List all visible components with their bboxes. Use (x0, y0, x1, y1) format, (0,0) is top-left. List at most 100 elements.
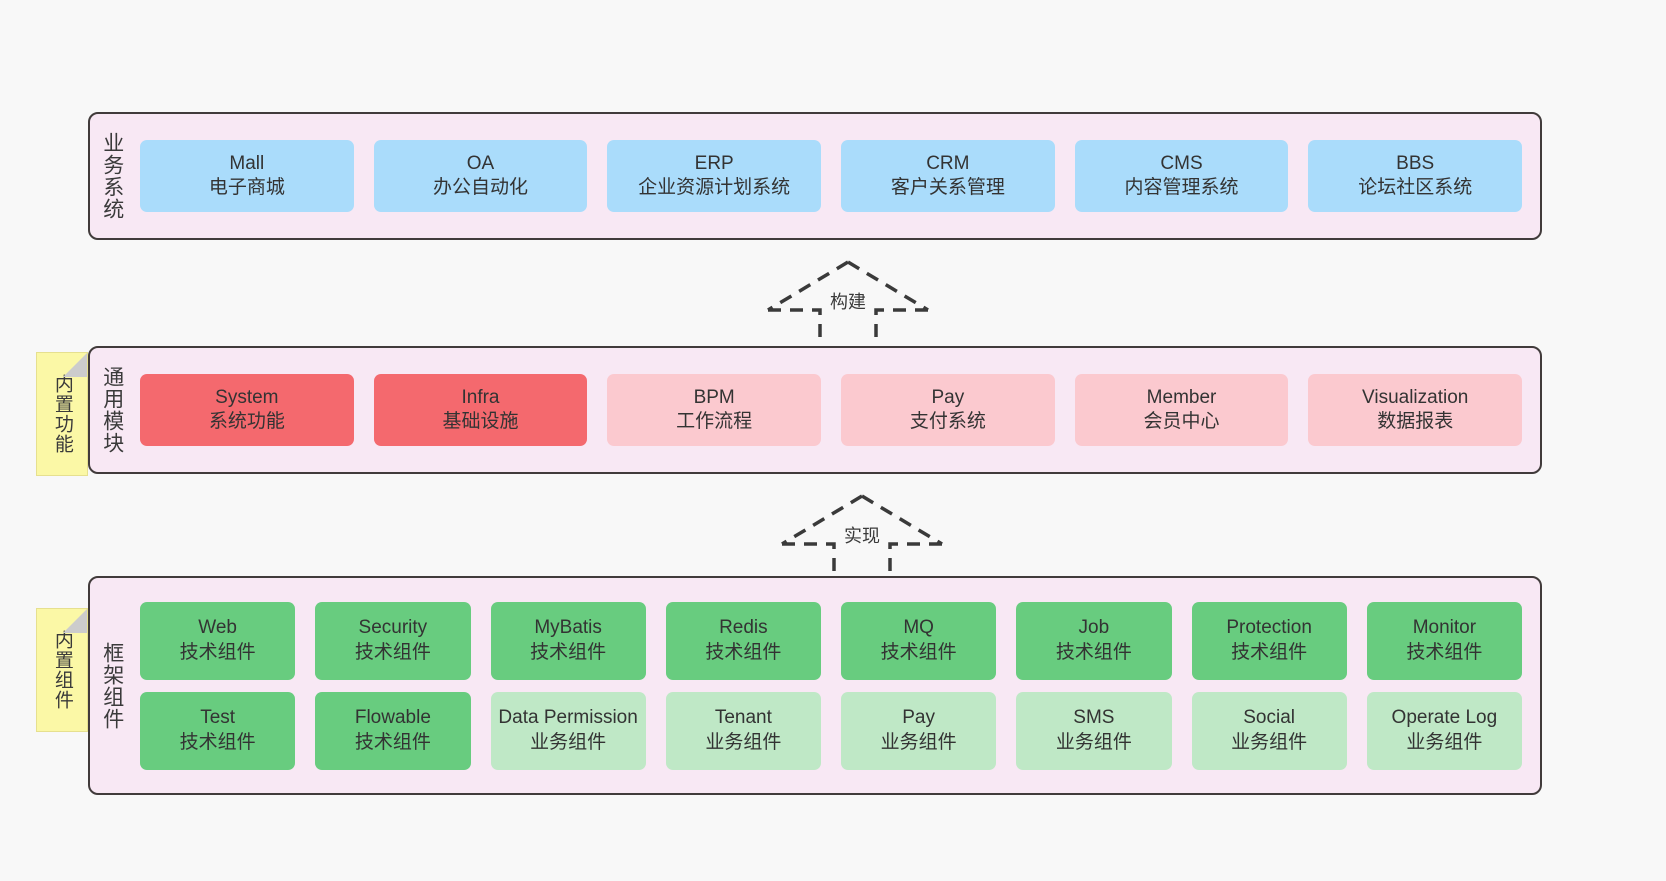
card-subtitle: 技术组件 (1406, 641, 1483, 663)
sticky-note-builtin-component: 内置组件 (36, 608, 88, 732)
framework-card-mybatis[interactable]: MyBatis 技术组件 (490, 601, 646, 680)
dashed-up-arrow-icon (767, 260, 929, 351)
card-subtitle: 技术组件 (179, 731, 256, 753)
card-subtitle: 工作流程 (676, 411, 753, 432)
common-card-member[interactable]: Member 会员中心 (1074, 374, 1289, 446)
card-title: Redis (719, 617, 768, 639)
card-title: Test (200, 707, 236, 729)
framework-card-data-permission[interactable]: Data Permission 业务组件 (490, 691, 646, 770)
card-subtitle: 业务组件 (705, 731, 782, 753)
dashed-up-arrow-icon (781, 494, 943, 585)
card-title: Web (198, 617, 237, 639)
common-card-pay[interactable]: Pay 支付系统 (841, 374, 1055, 446)
common-modules-row: System 系统功能 Infra 基础设施 BPM 工作流程 Pay 支付系统… (140, 374, 1523, 446)
framework-card-security[interactable]: Security 技术组件 (315, 601, 471, 680)
card-subtitle: 技术组件 (179, 641, 256, 663)
card-subtitle: 技术组件 (354, 641, 431, 663)
card-subtitle: 电子商城 (208, 177, 285, 198)
business-card-bbs[interactable]: BBS 论坛社区系统 (1308, 140, 1523, 212)
card-subtitle: 技术组件 (705, 641, 782, 663)
card-title: Infra (461, 386, 500, 408)
card-title: Pay (902, 707, 935, 729)
card-title: System (215, 386, 279, 408)
card-subtitle: 企业资源计划系统 (638, 177, 791, 198)
connector-build-label: 构建 (827, 288, 869, 314)
card-title: Data Permission (498, 707, 638, 729)
framework-card-operate-log[interactable]: Operate Log 业务组件 (1366, 691, 1522, 770)
card-subtitle: 数据报表 (1377, 411, 1454, 432)
card-subtitle: 支付系统 (909, 411, 986, 432)
card-title: Operate Log (1391, 707, 1498, 729)
common-modules-panel: 通用模块 System 系统功能 Infra 基础设施 BPM 工作流程 Pay… (88, 346, 1542, 474)
common-card-system[interactable]: System 系统功能 (140, 374, 354, 446)
business-card-crm[interactable]: CRM 客户关系管理 (841, 140, 1055, 212)
card-title: Protection (1226, 617, 1312, 639)
card-title: CMS (1160, 152, 1203, 174)
card-title: Visualization (1362, 386, 1469, 408)
card-subtitle: 业务组件 (530, 731, 607, 753)
framework-card-monitor[interactable]: Monitor 技术组件 (1366, 601, 1522, 680)
card-subtitle: 客户关系管理 (890, 177, 1005, 198)
card-title: Monitor (1412, 617, 1477, 639)
framework-components-body: Web 技术组件 Security 技术组件 MyBatis 技术组件 Redi… (134, 578, 1540, 793)
card-title: Mall (229, 152, 265, 174)
card-subtitle: 会员中心 (1143, 411, 1220, 432)
framework-card-sms[interactable]: SMS 业务组件 (1016, 691, 1172, 770)
card-subtitle: 内容管理系统 (1124, 177, 1239, 198)
framework-card-flowable[interactable]: Flowable 技术组件 (315, 691, 471, 770)
card-title: MQ (903, 617, 934, 639)
framework-components-panel: 框架组件 Web 技术组件 Security 技术组件 MyBatis 技术组件… (88, 576, 1542, 795)
business-card-erp[interactable]: ERP 企业资源计划系统 (607, 140, 822, 212)
card-subtitle: 论坛社区系统 (1358, 177, 1473, 198)
card-title: Security (358, 617, 428, 639)
card-title: BPM (693, 386, 735, 408)
business-systems-body: Mall 电子商城 OA 办公自动化 ERP 企业资源计划系统 CRM 客户关系… (134, 114, 1540, 238)
business-systems-panel: 业务系统 Mall 电子商城 OA 办公自动化 ERP 企业资源计划系统 CRM… (88, 112, 1542, 240)
framework-card-social[interactable]: Social 业务组件 (1191, 691, 1347, 770)
card-title: Tenant (714, 707, 772, 729)
card-title: Social (1243, 707, 1295, 729)
card-subtitle: 系统功能 (208, 411, 285, 432)
framework-components-label: 框架组件 (100, 641, 124, 730)
card-title: Flowable (354, 707, 431, 729)
card-subtitle: 技术组件 (1231, 641, 1308, 663)
common-modules-body: System 系统功能 Infra 基础设施 BPM 工作流程 Pay 支付系统… (134, 348, 1540, 472)
common-card-visualization[interactable]: Visualization 数据报表 (1308, 374, 1523, 446)
card-title: BBS (1396, 152, 1435, 174)
connector-implement-label: 实现 (841, 522, 883, 548)
card-subtitle: 业务组件 (880, 731, 957, 753)
card-title: Pay (931, 386, 965, 408)
card-subtitle: 业务组件 (1231, 731, 1308, 753)
card-title: OA (466, 152, 495, 174)
framework-card-job[interactable]: Job 技术组件 (1016, 601, 1172, 680)
business-card-mall[interactable]: Mall 电子商城 (140, 140, 354, 212)
card-title: Job (1078, 617, 1110, 639)
card-subtitle: 办公自动化 (433, 177, 529, 198)
business-systems-row: Mall 电子商城 OA 办公自动化 ERP 企业资源计划系统 CRM 客户关系… (140, 140, 1523, 212)
framework-row-business: Test 技术组件 Flowable 技术组件 Data Permission … (140, 691, 1522, 770)
business-card-cms[interactable]: CMS 内容管理系统 (1074, 140, 1289, 212)
connector-implement: 实现 (772, 488, 952, 588)
framework-card-web[interactable]: Web 技术组件 (140, 601, 296, 680)
business-systems-label: 业务系统 (100, 132, 124, 220)
framework-card-tenant[interactable]: Tenant 业务组件 (665, 691, 821, 770)
card-subtitle: 基础设施 (442, 411, 519, 432)
card-subtitle: 业务组件 (1055, 731, 1132, 753)
card-title: SMS (1073, 707, 1115, 729)
card-title: MyBatis (534, 617, 602, 639)
common-card-infra[interactable]: Infra 基础设施 (373, 374, 588, 446)
card-subtitle: 技术组件 (530, 641, 607, 663)
card-subtitle: 技术组件 (880, 641, 957, 663)
connector-build: 构建 (758, 254, 938, 354)
common-card-bpm[interactable]: BPM 工作流程 (607, 374, 822, 446)
card-subtitle: 业务组件 (1406, 731, 1483, 753)
card-subtitle: 技术组件 (1055, 641, 1132, 663)
framework-card-pay[interactable]: Pay 业务组件 (841, 691, 997, 770)
framework-card-test[interactable]: Test 技术组件 (140, 691, 296, 770)
business-card-oa[interactable]: OA 办公自动化 (373, 140, 588, 212)
framework-card-redis[interactable]: Redis 技术组件 (665, 601, 821, 680)
framework-card-mq[interactable]: MQ 技术组件 (841, 601, 997, 680)
framework-card-protection[interactable]: Protection 技术组件 (1191, 601, 1347, 680)
sticky-note-builtin-function: 内置功能 (36, 352, 88, 476)
card-subtitle: 技术组件 (354, 731, 431, 753)
